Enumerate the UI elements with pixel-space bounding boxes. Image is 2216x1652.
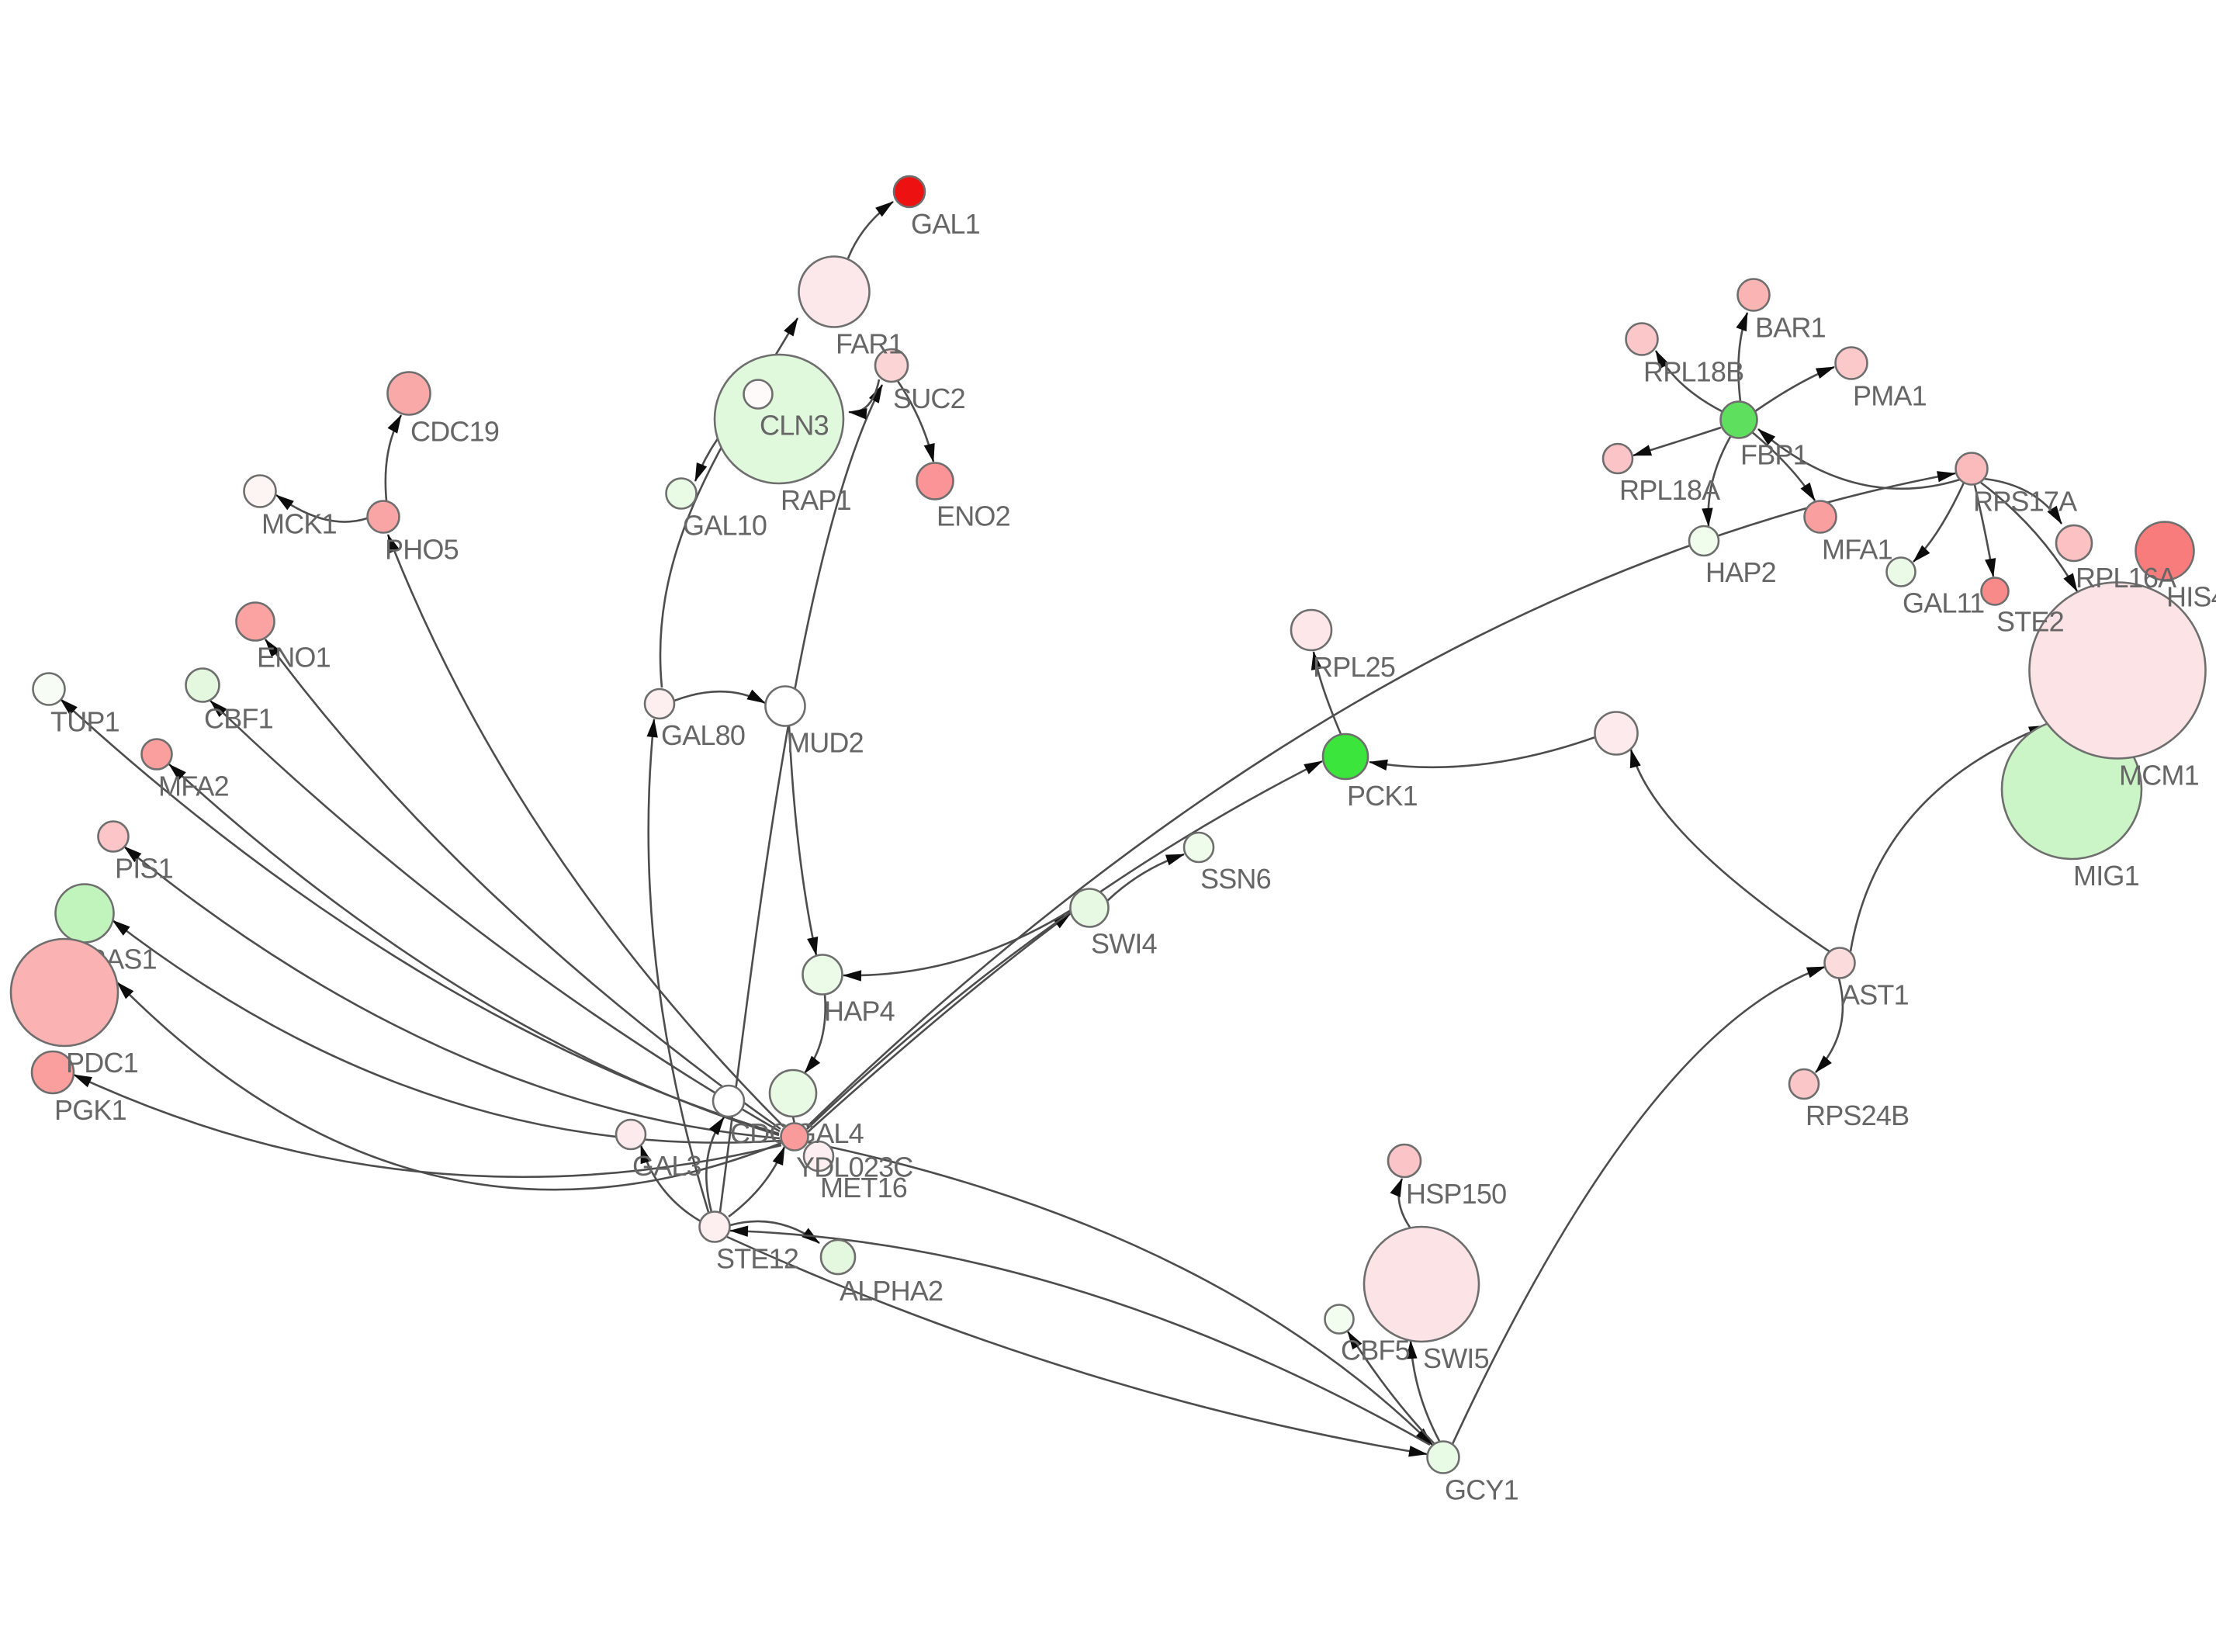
svg-text:PMA1: PMA1 [1853,380,1927,412]
svg-text:STE2: STE2 [1996,606,2064,638]
svg-text:PDC1: PDC1 [66,1047,138,1079]
svg-text:MET16: MET16 [820,1172,907,1204]
svg-text:GAL1: GAL1 [911,208,980,240]
svg-text:SWI5: SWI5 [1423,1342,1489,1374]
svg-text:FAR1: FAR1 [836,328,903,360]
svg-text:PGK1: PGK1 [54,1094,126,1126]
svg-text:RPL18A: RPL18A [1619,474,1720,506]
svg-text:HIS4: HIS4 [2166,581,2216,613]
svg-text:ENO1: ENO1 [257,642,331,674]
svg-text:RPS17A: RPS17A [1973,486,2077,518]
svg-text:GAL3: GAL3 [632,1150,701,1182]
svg-text:HAP2: HAP2 [1705,556,1776,588]
svg-text:CBF5: CBF5 [1341,1335,1410,1366]
svg-text:SSN6: SSN6 [1200,863,1271,895]
svg-text:ALPHA2: ALPHA2 [840,1275,943,1307]
svg-text:PCK1: PCK1 [1347,780,1418,812]
svg-text:RPS24B: RPS24B [1806,1100,1909,1131]
svg-text:MUD2: MUD2 [787,727,864,759]
svg-text:PHO5: PHO5 [385,534,459,566]
svg-text:HSP150: HSP150 [1406,1178,1506,1210]
svg-text:YDL023C: YDL023C [796,1152,913,1183]
svg-text:GCY1: GCY1 [1445,1474,1518,1506]
svg-text:PIS1: PIS1 [115,853,173,885]
svg-text:ENO2: ENO2 [937,500,1010,532]
svg-text:CBF1: CBF1 [204,703,273,735]
svg-text:GAL80: GAL80 [661,719,745,751]
svg-text:SWI4: SWI4 [1091,928,1157,960]
svg-text:STE12: STE12 [716,1243,798,1275]
svg-text:MFA2: MFA2 [158,771,229,802]
svg-text:GAL10: GAL10 [683,510,767,542]
svg-text:MCK1: MCK1 [261,508,337,540]
svg-text:RAP1: RAP1 [781,484,851,516]
svg-text:AST1: AST1 [1841,979,1909,1011]
svg-text:MCM1: MCM1 [2119,760,2199,791]
svg-text:CLN3: CLN3 [760,410,829,442]
svg-text:SUC2: SUC2 [893,383,965,414]
svg-text:FBP1: FBP1 [1740,439,1808,471]
svg-text:MFA1: MFA1 [1822,534,1892,566]
svg-text:HAP4: HAP4 [824,996,895,1027]
svg-text:RPL18B: RPL18B [1643,356,1743,388]
svg-text:RPL25: RPL25 [1313,651,1395,683]
svg-text:GAL11: GAL11 [1903,587,1984,619]
svg-text:MIG1: MIG1 [2073,860,2139,892]
svg-text:RPL16A: RPL16A [2076,562,2176,594]
svg-text:BAR1: BAR1 [1755,312,1826,344]
svg-text:CDC19: CDC19 [410,416,499,448]
svg-text:TUP1: TUP1 [50,706,119,738]
